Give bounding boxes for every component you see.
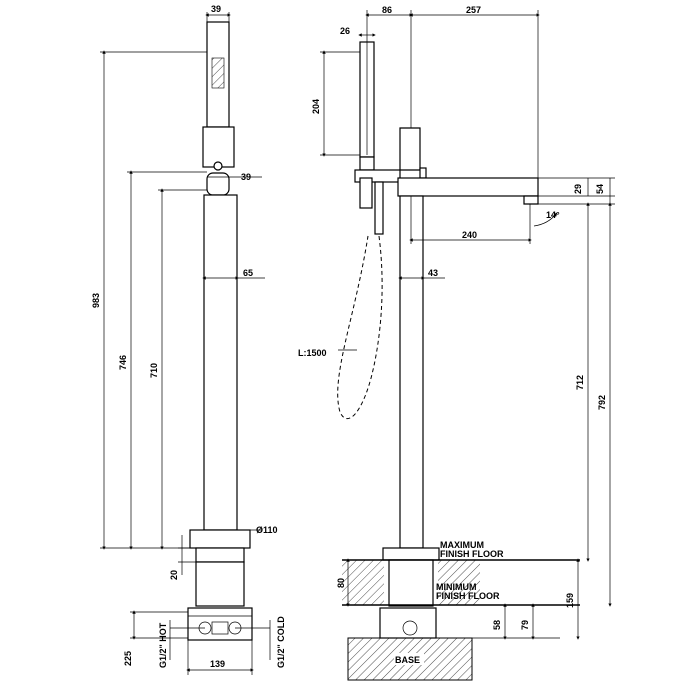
side-base-cover xyxy=(382,547,440,561)
dim-handset-26: 26 xyxy=(340,26,350,36)
dim-angle: 14° xyxy=(546,210,560,220)
front-spray-dots xyxy=(211,57,225,89)
side-view: 86 257 26 204 29 54 14° 240 43 L:1500 71… xyxy=(298,5,615,681)
front-lever xyxy=(206,172,230,196)
side-hose xyxy=(337,235,383,419)
dim-offset-86: 86 xyxy=(382,5,392,15)
front-column xyxy=(203,194,238,531)
dim-ring-height: 20 xyxy=(169,570,179,580)
min-floor-label-2: FINISH FLOOR xyxy=(436,591,500,601)
dim-spout-257: 257 xyxy=(466,5,481,15)
side-hose-nut xyxy=(359,177,373,209)
dim-hot: G1/2" HOT xyxy=(158,622,168,668)
max-floor-label-1: MAXIMUM xyxy=(440,540,484,550)
dim-base-dia: Ø110 xyxy=(256,525,278,535)
dim-top-width: 39 xyxy=(211,4,221,14)
front-connector-block xyxy=(187,607,253,641)
dim-height-710: 710 xyxy=(149,363,159,378)
max-floor-label-2: FINISH FLOOR xyxy=(440,549,504,559)
dim-depth-80: 80 xyxy=(336,578,346,588)
dim-column-43: 43 xyxy=(428,268,438,278)
side-base-body xyxy=(388,559,434,607)
dim-height-792: 792 xyxy=(597,395,607,410)
dim-column-width: 65 xyxy=(243,268,253,278)
side-hose-connector xyxy=(374,181,384,235)
front-view: 39 983 746 710 39 65 Ø110 20 225 G1/2" H… xyxy=(91,4,286,675)
dim-cold: G1/2" COLD xyxy=(276,616,286,668)
front-base-body xyxy=(195,561,245,607)
dim-hose: L:1500 xyxy=(298,348,327,358)
front-base-cover xyxy=(189,529,251,549)
dim-bottom-225: 225 xyxy=(123,651,133,666)
side-head xyxy=(399,127,421,171)
side-spout xyxy=(397,177,539,197)
dim-base-width: 139 xyxy=(210,659,225,669)
dim-height-712: 712 xyxy=(575,375,585,390)
dim-total-height: 983 xyxy=(91,293,101,308)
dim-handset-204: 204 xyxy=(311,99,321,114)
front-holder xyxy=(202,126,235,168)
min-floor-label-1: MINIMUM xyxy=(436,582,477,592)
dim-height-746: 746 xyxy=(118,355,128,370)
dim-spout-54: 54 xyxy=(595,184,605,194)
side-lever xyxy=(419,167,427,179)
front-base-ring xyxy=(195,547,245,563)
dim-spout-29: 29 xyxy=(573,184,583,194)
dim-depth-79: 79 xyxy=(520,620,530,630)
dim-depth-159: 159 xyxy=(565,593,575,608)
dim-lever-width: 39 xyxy=(241,172,251,182)
dim-depth-58: 58 xyxy=(492,620,502,630)
dim-reach-240: 240 xyxy=(462,230,477,240)
front-lever-knob xyxy=(213,161,223,171)
side-column xyxy=(399,195,424,549)
base-label: BASE xyxy=(395,655,420,665)
side-connector xyxy=(379,607,437,639)
side-holder xyxy=(359,156,375,171)
side-spout-tip xyxy=(523,195,539,205)
